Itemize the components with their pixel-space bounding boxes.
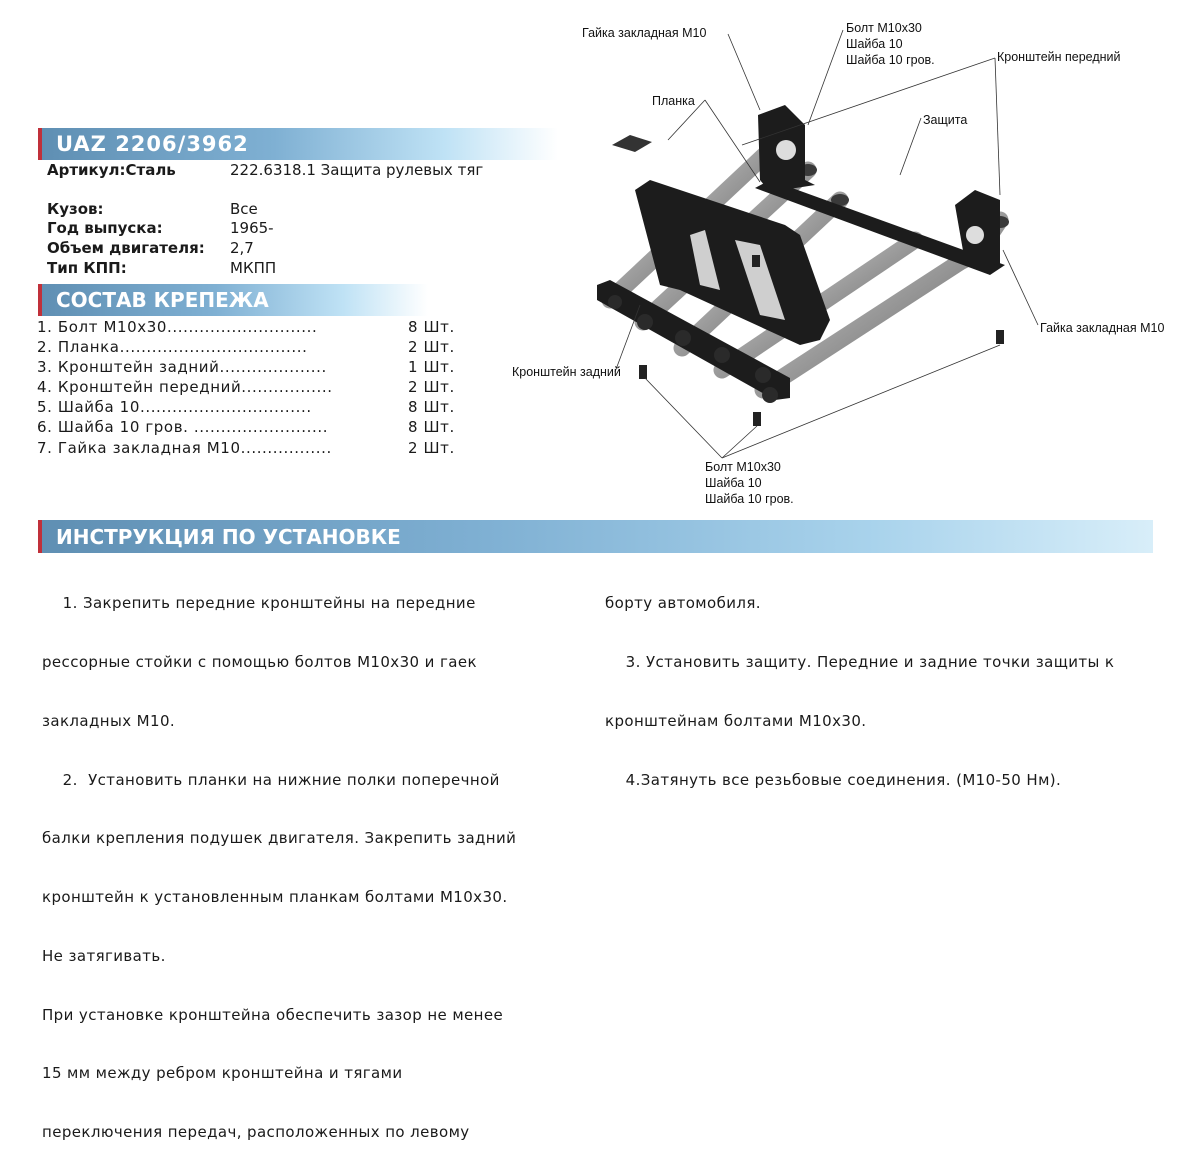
label-rear-bracket: Кронштейн задний <box>512 365 621 379</box>
spec-label: Тип КПП: <box>47 259 127 277</box>
rear-bracket-window <box>735 240 785 320</box>
model-header: UAZ 2206/3962 <box>38 128 558 160</box>
list-item-qty: 2 Шт. <box>408 378 455 396</box>
instruction-line: 3. Установить защиту. Передние и задние … <box>605 652 1115 671</box>
instruction-line: рессорные стойки с помощью болтов М10х30… <box>42 652 477 671</box>
plate-part <box>612 135 652 152</box>
list-item: 4. Кронштейн передний................. <box>37 378 333 396</box>
label-bolt-bottom: Болт М10х30 Шайба 10 Шайба 10 гров. <box>705 459 794 507</box>
label-plate: Планка <box>652 94 695 108</box>
spec-value: МКПП <box>230 259 277 277</box>
label-line: Болт М10х30 <box>846 21 922 35</box>
instruction-line: При установке кронштейна обеспечить зазо… <box>42 1005 504 1024</box>
label-nut-top: Гайка закладная М10 <box>582 26 707 40</box>
instruction-line: 4.Затянуть все резьбовые соединения. (М1… <box>605 770 1062 789</box>
label-line: Шайба 10 <box>705 476 762 490</box>
instructions-header: ИНСТРУКЦИЯ ПО УСТАНОВКЕ <box>38 520 1153 553</box>
instruction-line: Не затягивать. <box>42 946 166 965</box>
list-item-qty: 8 Шт. <box>408 318 455 336</box>
label-bolt-top: Болт М10х30 Шайба 10 Шайба 10 гров. <box>846 20 935 68</box>
instruction-line: закладных М10. <box>42 711 176 730</box>
list-item: 7. Гайка закладная М10................. <box>37 439 332 457</box>
instruction-line: переключения передач, расположенных по л… <box>42 1123 470 1142</box>
instruction-line: 15 мм между ребром кронштейна и тягами <box>42 1064 403 1083</box>
spec-label: Кузов: <box>47 200 104 218</box>
label-line: Шайба 10 гров. <box>705 492 794 506</box>
fasteners-title: СОСТАВ КРЕПЕЖА <box>56 288 269 312</box>
label-guard: Защита <box>923 113 968 127</box>
front-bar <box>597 280 790 400</box>
instructions-right: борту автомобиля. 3. Установить защиту. … <box>605 555 1114 810</box>
instruction-line: 2. Установить планки на нижние полки поп… <box>42 770 500 789</box>
leader-lines <box>614 29 1039 459</box>
spec-value: Все <box>230 200 258 218</box>
instruction-line: кронштейн к установленным планкам болтам… <box>42 888 508 907</box>
model-title: UAZ 2206/3962 <box>56 132 249 156</box>
label-front-bracket: Кронштейн передний <box>997 50 1121 64</box>
list-item: 5. Шайба 10.............................… <box>37 398 312 416</box>
bolts <box>639 255 1004 426</box>
list-item-qty: 2 Шт. <box>408 338 455 356</box>
list-item: 1. Болт М10х30..........................… <box>37 318 318 336</box>
front-bar-ends <box>608 295 778 403</box>
article-label: Артикул:Сталь <box>47 161 176 179</box>
instructions-title: ИНСТРУКЦИЯ ПО УСТАНОВКЕ <box>56 525 401 549</box>
label-line: Болт М10х30 <box>705 460 781 474</box>
article-value: 222.6318.1 Защита рулевых тяг <box>230 161 484 179</box>
rear-bracket-plate <box>635 180 830 345</box>
fasteners-header: СОСТАВ КРЕПЕЖА <box>38 284 428 316</box>
instructions-left: 1. Закрепить передние кронштейны на пере… <box>42 555 516 1162</box>
spec-value: 1965- <box>230 219 274 237</box>
tube <box>830 150 860 170</box>
spec-value: 2,7 <box>230 239 254 257</box>
rear-bracket-window <box>690 230 720 290</box>
instruction-line: балки крепления подушек двигателя. Закре… <box>42 829 517 848</box>
list-item: 6. Шайба 10 гров. ......................… <box>37 418 329 436</box>
list-item: 2. Планка...............................… <box>37 338 308 356</box>
label-line: Шайба 10 <box>846 37 903 51</box>
instruction-line: 1. Закрепить передние кронштейны на пере… <box>42 594 476 613</box>
cross-bar <box>755 180 1005 275</box>
list-item-qty: 1 Шт. <box>408 358 455 376</box>
instruction-line: борту автомобиля. <box>605 594 761 613</box>
label-nut-right: Гайка закладная М10 <box>1040 321 1165 335</box>
guard-diagram <box>597 29 1039 459</box>
spec-label: Объем двигателя: <box>47 239 205 257</box>
list-item: 3. Кронштейн задний.................... <box>37 358 327 376</box>
list-item-qty: 2 Шт. <box>408 439 455 457</box>
label-line: Шайба 10 гров. <box>846 53 935 67</box>
list-item-qty: 8 Шт. <box>408 398 455 416</box>
list-item-qty: 8 Шт. <box>408 418 455 436</box>
spec-label: Год выпуска: <box>47 219 163 237</box>
instruction-line: кронштейнам болтами М10х30. <box>605 711 867 730</box>
